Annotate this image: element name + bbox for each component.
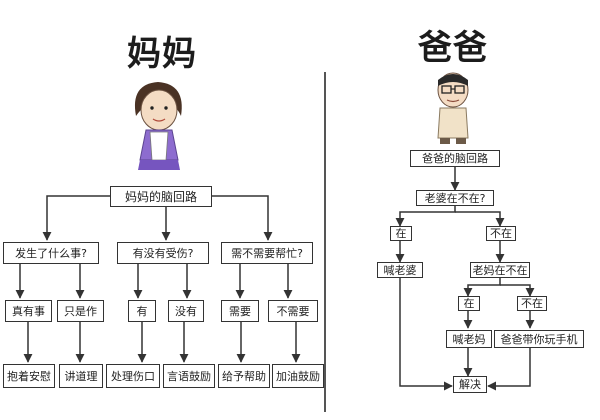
mom-avatar bbox=[134, 82, 182, 170]
mom-action-box: 加油鼓励 bbox=[272, 364, 324, 388]
mom-answer-box: 只是作 bbox=[57, 300, 104, 322]
dad-question-box: 老婆在不在? bbox=[416, 190, 494, 206]
mom-answer-box: 不需要 bbox=[268, 300, 318, 322]
mom-action-box: 讲道理 bbox=[59, 364, 103, 388]
dad-result-box: 解决 bbox=[453, 376, 487, 393]
mom-title: 妈妈 bbox=[127, 34, 197, 74]
dad-answer-box: 在 bbox=[390, 226, 412, 241]
mom-question-box: 需不需要帮忙? bbox=[221, 242, 313, 264]
mom-answer-box: 需要 bbox=[221, 300, 259, 322]
mom-answer-box: 有 bbox=[128, 300, 156, 322]
dad-avatar bbox=[437, 72, 469, 144]
mom-action-box: 给予帮助 bbox=[218, 364, 270, 388]
dad-action-box: 爸爸带你玩手机 bbox=[494, 330, 584, 348]
mom-action-box: 处理伤口 bbox=[106, 364, 160, 388]
dad-action-box: 喊老妈 bbox=[446, 330, 492, 348]
mom-answer-box: 没有 bbox=[168, 300, 204, 322]
dad-question-box: 老妈在不在 bbox=[470, 262, 530, 278]
dad-action-box: 喊老婆 bbox=[377, 262, 423, 278]
mom-answer-box: 真有事 bbox=[5, 300, 52, 322]
dad-root-box: 爸爸的脑回路 bbox=[410, 150, 500, 167]
dad-answer-box: 不在 bbox=[517, 296, 547, 311]
mom-question-box: 发生了什么事? bbox=[3, 242, 99, 264]
dad-answer-box: 在 bbox=[458, 296, 480, 311]
mom-action-box: 抱着安慰 bbox=[3, 364, 55, 388]
dad-title: 爸爸 bbox=[418, 28, 488, 68]
mom-question-box: 有没有受伤? bbox=[117, 242, 209, 264]
mom-root-box: 妈妈的脑回路 bbox=[110, 186, 212, 207]
dad-answer-box: 不在 bbox=[486, 226, 516, 241]
mom-action-box: 言语鼓励 bbox=[163, 364, 215, 388]
